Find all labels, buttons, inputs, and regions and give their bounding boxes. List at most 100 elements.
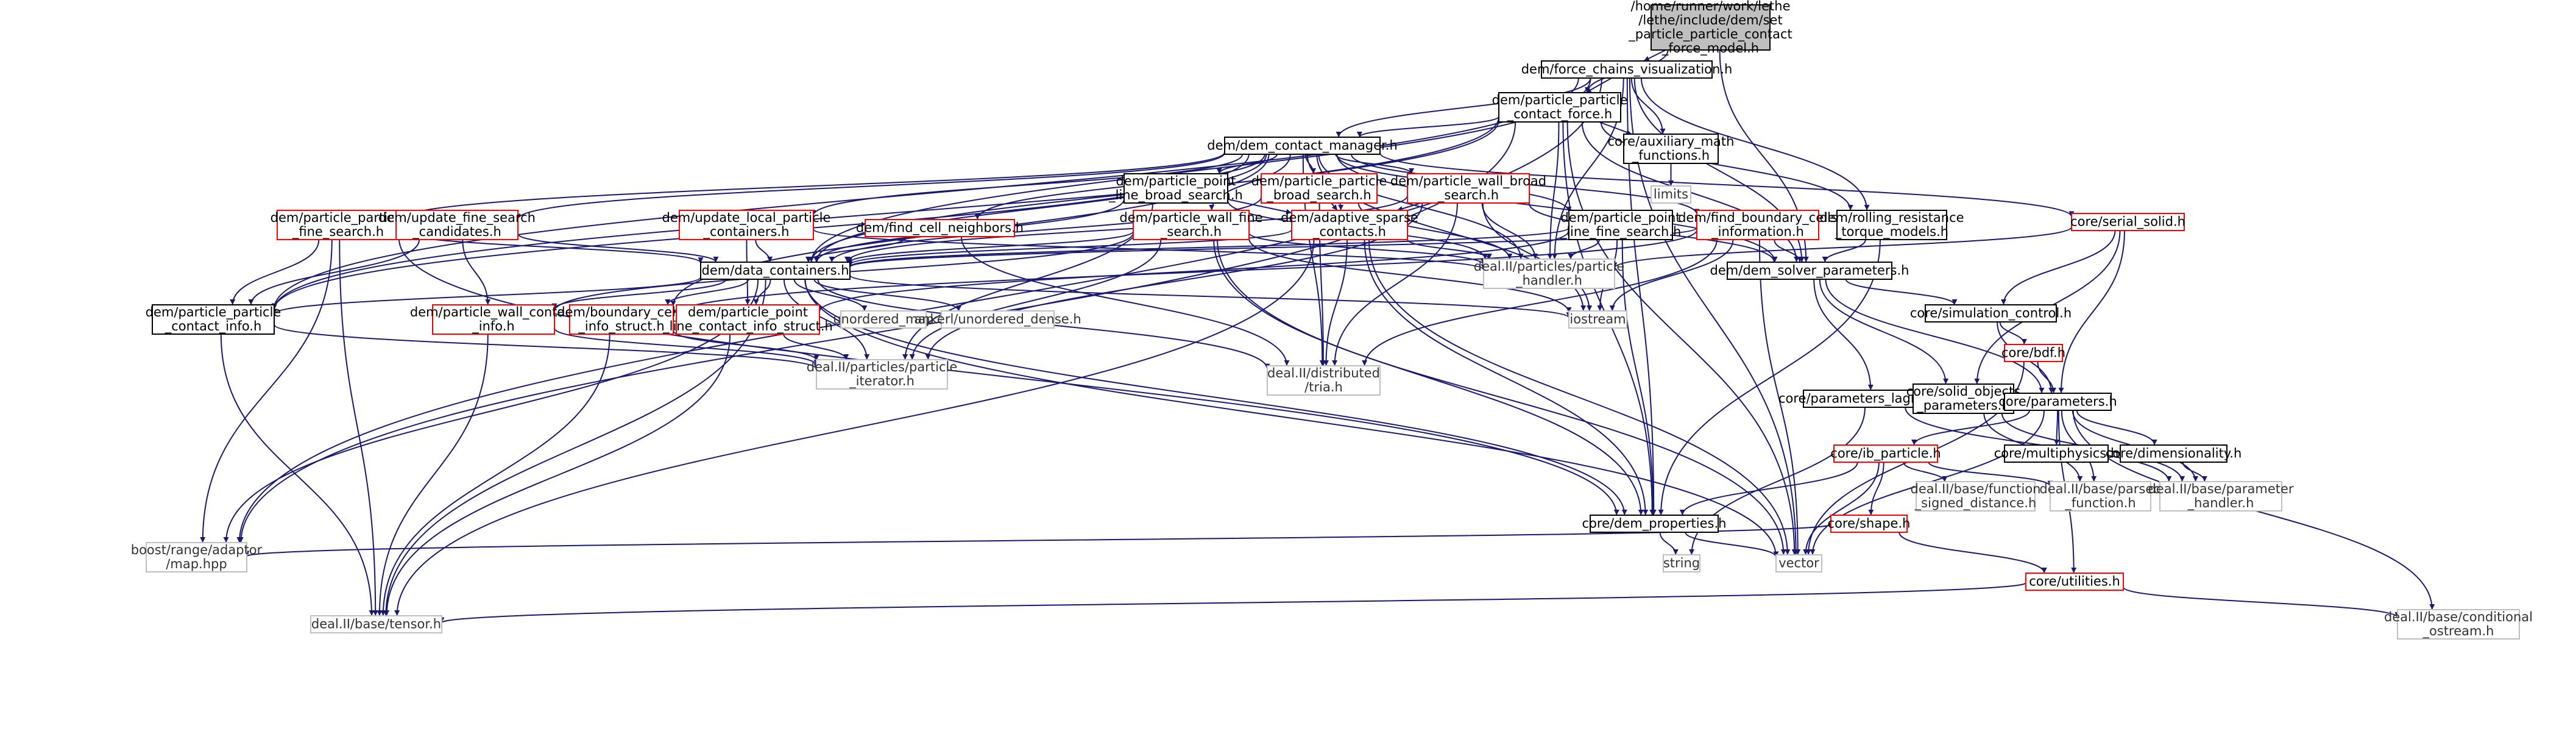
edge-ppfs-to-tensor <box>339 239 378 616</box>
edge-line <box>960 236 1290 366</box>
node-label-line: _fine_search.h <box>292 224 384 240</box>
node-utils[interactable]: core/utilities.h <box>2025 572 2124 591</box>
node-ufsc[interactable]: dem/update_fine_search_candidates.h <box>378 210 536 240</box>
node-box <box>679 210 814 240</box>
node-tensor: deal.II/base/tensor.h <box>310 615 442 633</box>
node-multi[interactable]: core/multiphysics.h <box>1994 444 2119 463</box>
edge-line <box>847 229 1292 266</box>
node-label-line: dem/particle_point <box>1560 210 1680 226</box>
node-limits: limits <box>1651 185 1691 204</box>
node-label-line: /tria.h <box>1304 380 1343 394</box>
node-label-line: _candidates.h <box>412 224 501 240</box>
node-box <box>1696 210 1819 240</box>
node-ppcf[interactable]: dem/particle_particle_contact_force.h <box>1492 92 1628 123</box>
node-aux[interactable]: core/auxiliary_math_functions.h <box>1608 134 1735 164</box>
node-ss[interactable]: core/serial_solid.h <box>2070 213 2185 231</box>
node-label-line: core/multiphysics.h <box>1994 446 2119 460</box>
node-dcm[interactable]: dem/dem_contact_manager.h <box>1207 137 1398 155</box>
edge-shape-to-utils <box>1898 532 2047 574</box>
node-condout: deal.II/base/conditional_ostream.h <box>2384 609 2533 640</box>
edge-line <box>847 230 1134 263</box>
node-string: string <box>1663 554 1700 572</box>
node-label-line: boost/range/adaptor <box>131 543 263 557</box>
node-simctl[interactable]: core/simulation_control.h <box>1910 304 2072 323</box>
node-label-line: string <box>1663 555 1700 570</box>
edge-asc-to-demprop <box>1364 239 1649 516</box>
node-label-line: core/solid_objects <box>1906 384 2021 399</box>
node-ppfs[interactable]: dem/particle_particle_fine_search.h <box>271 210 406 240</box>
node-ibp[interactable]: core/ib_particle.h <box>1830 444 1941 463</box>
edge-fbci-to-tria <box>1362 239 1718 366</box>
node-box <box>1498 92 1621 123</box>
edge-pwbs-to-dc <box>844 195 1408 263</box>
edge-fcv-to-vector <box>1629 77 1799 555</box>
node-label-line: dem/particle_wall_fine <box>1119 210 1262 226</box>
edge-line <box>809 154 1267 263</box>
edge-line <box>515 152 1225 219</box>
node-label-line: dem/update_fine_search <box>378 210 536 226</box>
node-ppbs[interactable]: dem/particle_particle_broad_search.h <box>1251 173 1387 204</box>
node-fcv[interactable]: dem/force_chains_visualization.h <box>1521 60 1733 79</box>
edge-dcm-to-ppfs <box>396 152 1225 221</box>
edge-dsp-to-pl <box>1813 279 1874 391</box>
node-fcn[interactable]: dem/find_cell_neighbors.h <box>856 219 1024 237</box>
edge-dcm-to-ufsc <box>515 152 1225 219</box>
edge-pplfs-to-pph <box>1568 239 1600 260</box>
node-pplfs[interactable]: dem/particle_point_line_fine_search.h <box>1560 210 1682 240</box>
node-boost: boost/range/adaptor/map.hpp <box>131 542 263 572</box>
node-umap: unordered_map <box>833 310 934 329</box>
edge-line <box>462 239 491 305</box>
edge-line <box>1621 239 1656 516</box>
node-fbci[interactable]: dem/find_boundary_cells_information.h <box>1678 210 1838 240</box>
edge-line <box>816 230 1569 312</box>
edge-pwbs-to-asc <box>1396 202 1421 212</box>
edge-asc-to-tensor <box>394 239 1315 616</box>
node-pwbs[interactable]: dem/particle_wall_broad_search.h <box>1390 173 1546 204</box>
edge-line <box>1368 239 1791 555</box>
node-label-line: _search.h <box>1437 188 1499 203</box>
node-pplcis[interactable]: dem/particle_point_line_contact_info_str… <box>662 304 833 335</box>
node-box <box>2120 444 2227 463</box>
node-pwci[interactable]: dem/particle_wall_contact_info.h <box>410 304 577 335</box>
edge-ppcf-to-ppci <box>271 116 1499 310</box>
node-label-line: iostream <box>1569 312 1626 326</box>
node-sop[interactable]: core/solid_objects_parameters.h <box>1906 383 2021 414</box>
node-label-line: _function.h <box>2064 496 2135 511</box>
node-rrtm[interactable]: dem/rolling_resistance_torque_models.h <box>1819 210 1964 240</box>
edge-line <box>1658 239 1881 516</box>
node-box <box>1261 173 1378 204</box>
edge-ibp-to-parsed <box>1928 462 2053 487</box>
edge-line <box>2123 586 2401 618</box>
node-demprop[interactable]: core/dem_properties.h <box>1582 515 1727 533</box>
node-asc[interactable]: dem/adaptive_sparse_contacts.h <box>1281 210 1418 240</box>
edge-dc-to-bcis <box>665 279 749 305</box>
edge-line <box>380 333 610 616</box>
edge-pwfs-to-ppi <box>909 239 1162 360</box>
node-vector: vector <box>1775 554 1822 572</box>
node-bcis[interactable]: dem/boundary_cells_info_struct.h <box>557 304 686 335</box>
node-dsp[interactable]: dem/dem_solver_parameters.h <box>1710 262 1909 280</box>
edge-utils-to-tensor <box>439 582 2026 624</box>
edge-dcm-to-ulpc <box>810 154 1244 216</box>
node-label-line: dem/particle_particle <box>1492 93 1628 108</box>
node-ulpc[interactable]: dem/update_local_particle_containers.h <box>662 210 831 240</box>
node-label-line: _info.h <box>472 319 515 334</box>
node-params[interactable]: core/parameters.h <box>1998 393 2117 411</box>
node-shape[interactable]: core/shape.h <box>1828 515 1911 533</box>
edge-line <box>1758 239 1801 555</box>
node-ppci[interactable]: dem/particle_particle_contact_info.h <box>146 304 281 335</box>
node-box <box>2071 213 2185 231</box>
file-nodes: /home/runner/work/lethe/lethe/include/de… <box>131 0 2533 640</box>
node-box <box>395 210 518 240</box>
edge-ppci-to-ppi <box>274 324 819 370</box>
node-label-line: deal.II/particles/particle <box>807 360 958 374</box>
node-dc[interactable]: dem/data_containers.h <box>700 262 851 280</box>
node-pwfs[interactable]: dem/particle_wall_fine_search.h <box>1119 210 1263 240</box>
edge-ibp-to-shape <box>1868 462 1884 516</box>
edge-line <box>1248 238 1572 313</box>
node-dim[interactable]: core/dimensionality.h <box>2106 444 2242 463</box>
node-bdf[interactable]: core/bdf.h <box>2001 344 2065 362</box>
node-pplbs[interactable]: dem/particle_point_line_broad_search.h <box>1108 173 1243 204</box>
edge-ss-to-params <box>2058 230 2125 394</box>
node-label-line: dem/particle_wall_contact <box>410 305 577 320</box>
